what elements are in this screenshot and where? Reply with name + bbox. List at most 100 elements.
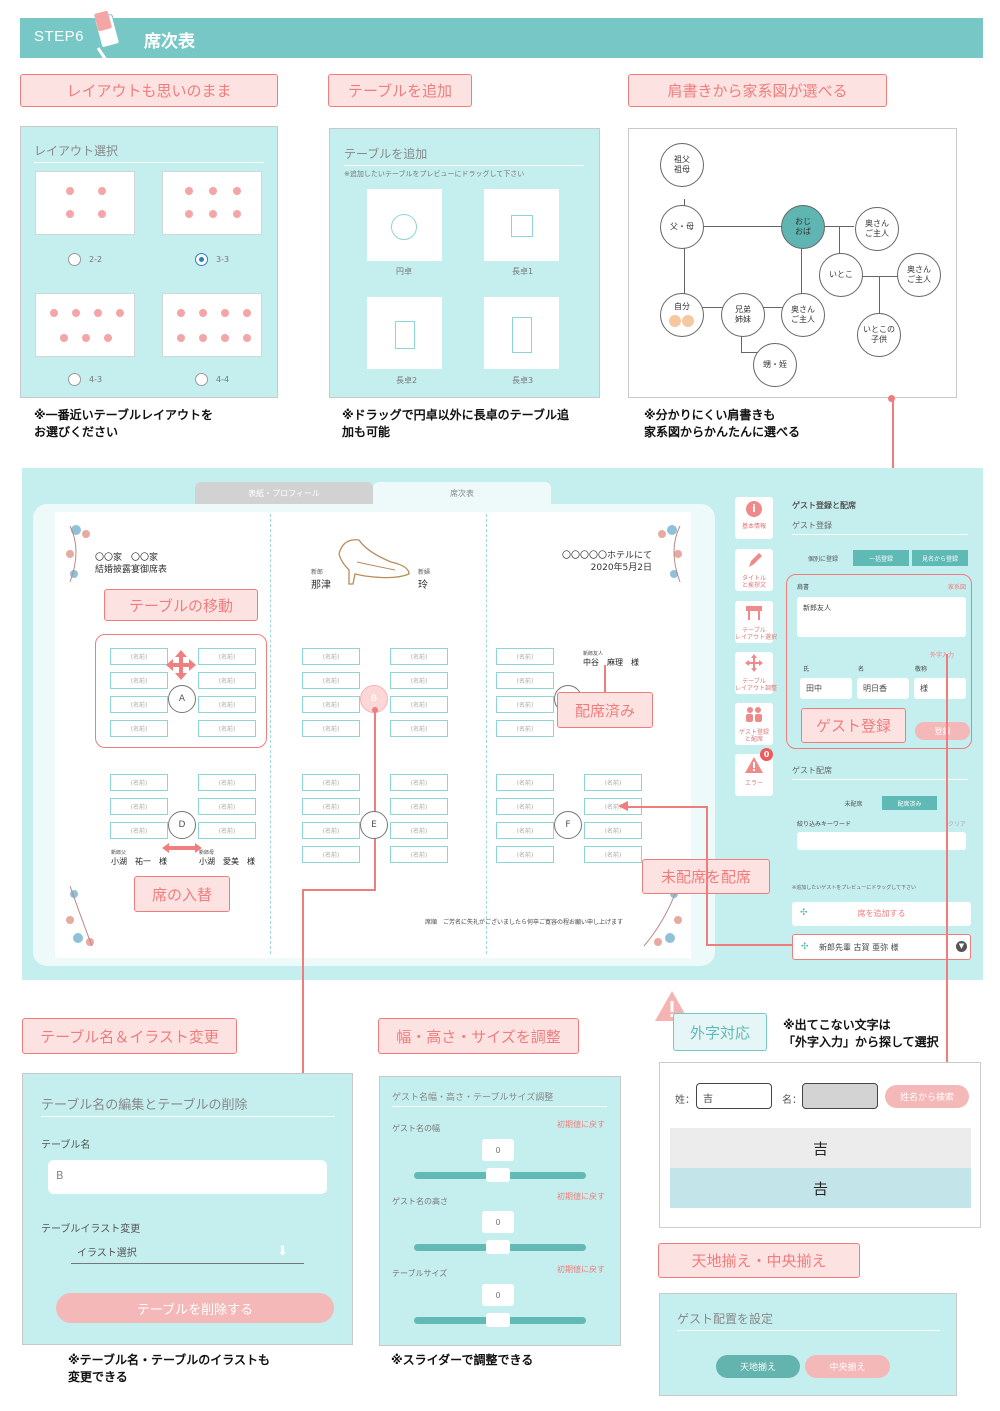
swap-guest-name[interactable]: 小湖 愛美 様: [199, 857, 255, 866]
tab-seating-chart[interactable]: 席次表: [373, 482, 551, 504]
seat-slot[interactable]: (名前): [496, 798, 554, 815]
seat-slot[interactable]: (名前): [198, 696, 256, 713]
seat-slot[interactable]: (名前): [302, 846, 360, 863]
seat-slot[interactable]: (名前): [390, 720, 448, 737]
table-size-slider-knob[interactable]: [486, 1313, 510, 1327]
layout-radio-2-2[interactable]: [68, 253, 81, 266]
seat-slot[interactable]: (名前): [496, 720, 554, 737]
filter-input[interactable]: [797, 832, 966, 850]
node-spouse-3[interactable]: 奥さん ご主人: [781, 293, 825, 337]
clear-link[interactable]: クリア: [948, 821, 967, 828]
seat-slot[interactable]: (名前): [390, 696, 448, 713]
layout-radio-4-3[interactable]: [68, 373, 81, 386]
width-value[interactable]: 0: [482, 1139, 514, 1161]
seating-tab-unseated[interactable]: 未配席: [844, 800, 863, 808]
reset-link[interactable]: 初期値に戻す: [557, 1192, 605, 1201]
node-self[interactable]: 自分: [660, 293, 704, 337]
table-e[interactable]: E: [360, 811, 388, 839]
seat-slot[interactable]: (名前): [198, 672, 256, 689]
illust-select[interactable]: イラスト選択 ⬇: [71, 1244, 304, 1264]
relation-input[interactable]: 新郎友人: [797, 597, 966, 637]
table-long-3[interactable]: [484, 297, 559, 369]
seat-slot[interactable]: (名前): [496, 696, 554, 713]
seat-slot[interactable]: (名前): [390, 774, 448, 791]
gaiji-candidate[interactable]: 𠮷: [670, 1168, 971, 1208]
seat-slot[interactable]: (名前): [110, 798, 168, 815]
table-b[interactable]: B: [360, 685, 388, 713]
seat-slot[interactable]: (名前): [390, 822, 448, 839]
gaiji-last-input[interactable]: 吉: [696, 1083, 772, 1109]
node-spouse-1[interactable]: 奥さん ご主人: [855, 207, 899, 251]
seat-slot[interactable]: (名前): [496, 822, 554, 839]
table-size-value[interactable]: 0: [482, 1284, 514, 1306]
seat-slot[interactable]: (名前): [584, 774, 642, 791]
table-long-2[interactable]: [367, 297, 442, 369]
seat-slot[interactable]: (名前): [496, 774, 554, 791]
seat-slot[interactable]: (名前): [198, 798, 256, 815]
reset-link[interactable]: 初期値に戻す: [557, 1120, 605, 1129]
seated-guest-name[interactable]: 中谷 麻理 様: [583, 658, 639, 667]
seat-slot[interactable]: (名前): [302, 648, 360, 665]
seat-slot[interactable]: (名前): [198, 648, 256, 665]
reset-link[interactable]: 初期値に戻す: [557, 1265, 605, 1274]
chevron-down-icon[interactable]: ▼: [956, 941, 967, 952]
gaiji-candidate[interactable]: 吉: [670, 1128, 971, 1168]
layout-option-4-3[interactable]: [35, 293, 135, 357]
seat-slot[interactable]: (名前): [496, 648, 554, 665]
seat-slot[interactable]: (名前): [584, 822, 642, 839]
seat-slot[interactable]: (名前): [584, 846, 642, 863]
register-button[interactable]: 登録: [915, 722, 970, 740]
seat-slot[interactable]: (名前): [302, 798, 360, 815]
seating-tab-seated[interactable]: 配席済み: [882, 796, 937, 810]
add-seat-button[interactable]: ✣ 席を追加する: [792, 902, 971, 926]
node-grandparents[interactable]: 祖父 祖母: [660, 143, 704, 187]
tab-cover-profile[interactable]: 表紙・プロフィール: [195, 482, 373, 504]
table-a[interactable]: A: [168, 685, 196, 713]
last-name-input[interactable]: 田中: [800, 678, 852, 699]
seat-slot[interactable]: (名前): [302, 774, 360, 791]
layout-radio-4-4[interactable]: [195, 373, 208, 386]
layout-option-4-4[interactable]: [162, 293, 262, 357]
gaiji-link[interactable]: 外字入力: [930, 652, 955, 659]
seat-slot[interactable]: (名前): [496, 672, 554, 689]
register-tab-individual[interactable]: 個別に登録: [807, 555, 838, 563]
seat-slot[interactable]: (名前): [390, 648, 448, 665]
nav-table-layout-adjust[interactable]: テーブル レイアウト調整: [735, 652, 777, 694]
seat-slot[interactable]: (名前): [110, 672, 168, 689]
swap-guest-name[interactable]: 小湖 祐一 様: [111, 857, 167, 866]
gaiji-first-input[interactable]: [802, 1083, 878, 1109]
node-parents[interactable]: 父・母: [660, 205, 704, 249]
seat-slot[interactable]: (名前): [302, 720, 360, 737]
register-tab-name[interactable]: 見名から登録: [912, 550, 968, 566]
table-d[interactable]: D: [168, 811, 196, 839]
seat-slot[interactable]: (名前): [198, 720, 256, 737]
seat-slot[interactable]: (名前): [110, 822, 168, 839]
height-slider-knob[interactable]: [486, 1240, 510, 1254]
node-siblings[interactable]: 兄弟 姉妹: [721, 293, 765, 337]
seat-slot[interactable]: (名前): [390, 672, 448, 689]
seat-slot[interactable]: (名前): [302, 822, 360, 839]
seat-slot[interactable]: (名前): [110, 648, 168, 665]
node-niece[interactable]: 甥・姪: [753, 343, 797, 387]
delete-table-button[interactable]: テーブルを削除する: [56, 1293, 334, 1323]
width-slider-knob[interactable]: [486, 1168, 510, 1182]
seat-slot[interactable]: (名前): [110, 696, 168, 713]
seat-slot[interactable]: (名前): [110, 774, 168, 791]
unseated-guest-item[interactable]: ✣ 新郎先輩 古賀 亜弥 様 ▼: [792, 934, 971, 960]
align-top-bottom-button[interactable]: 天地揃え: [716, 1355, 800, 1378]
table-f[interactable]: F: [554, 811, 582, 839]
layout-option-2-2[interactable]: [35, 171, 135, 235]
node-spouse-2[interactable]: 奥さん ご主人: [897, 253, 941, 297]
register-tab-bulk[interactable]: 一括登録: [853, 550, 909, 566]
nav-title-greeting[interactable]: タイトル と挨拶文: [735, 549, 773, 591]
node-cousin[interactable]: いとこ: [819, 253, 863, 297]
seat-slot[interactable]: (名前): [390, 846, 448, 863]
layout-option-3-3[interactable]: [162, 171, 262, 235]
move-arrows-icon[interactable]: [164, 648, 198, 682]
table-round[interactable]: [367, 189, 442, 261]
nav-guest-seating[interactable]: ゲスト登録 と配席: [735, 703, 773, 745]
node-cousin-child[interactable]: いとこの 子供: [857, 313, 901, 357]
seat-slot[interactable]: (名前): [198, 822, 256, 839]
align-center-button[interactable]: 中央揃え: [805, 1355, 890, 1378]
layout-radio-3-3[interactable]: [195, 253, 208, 266]
